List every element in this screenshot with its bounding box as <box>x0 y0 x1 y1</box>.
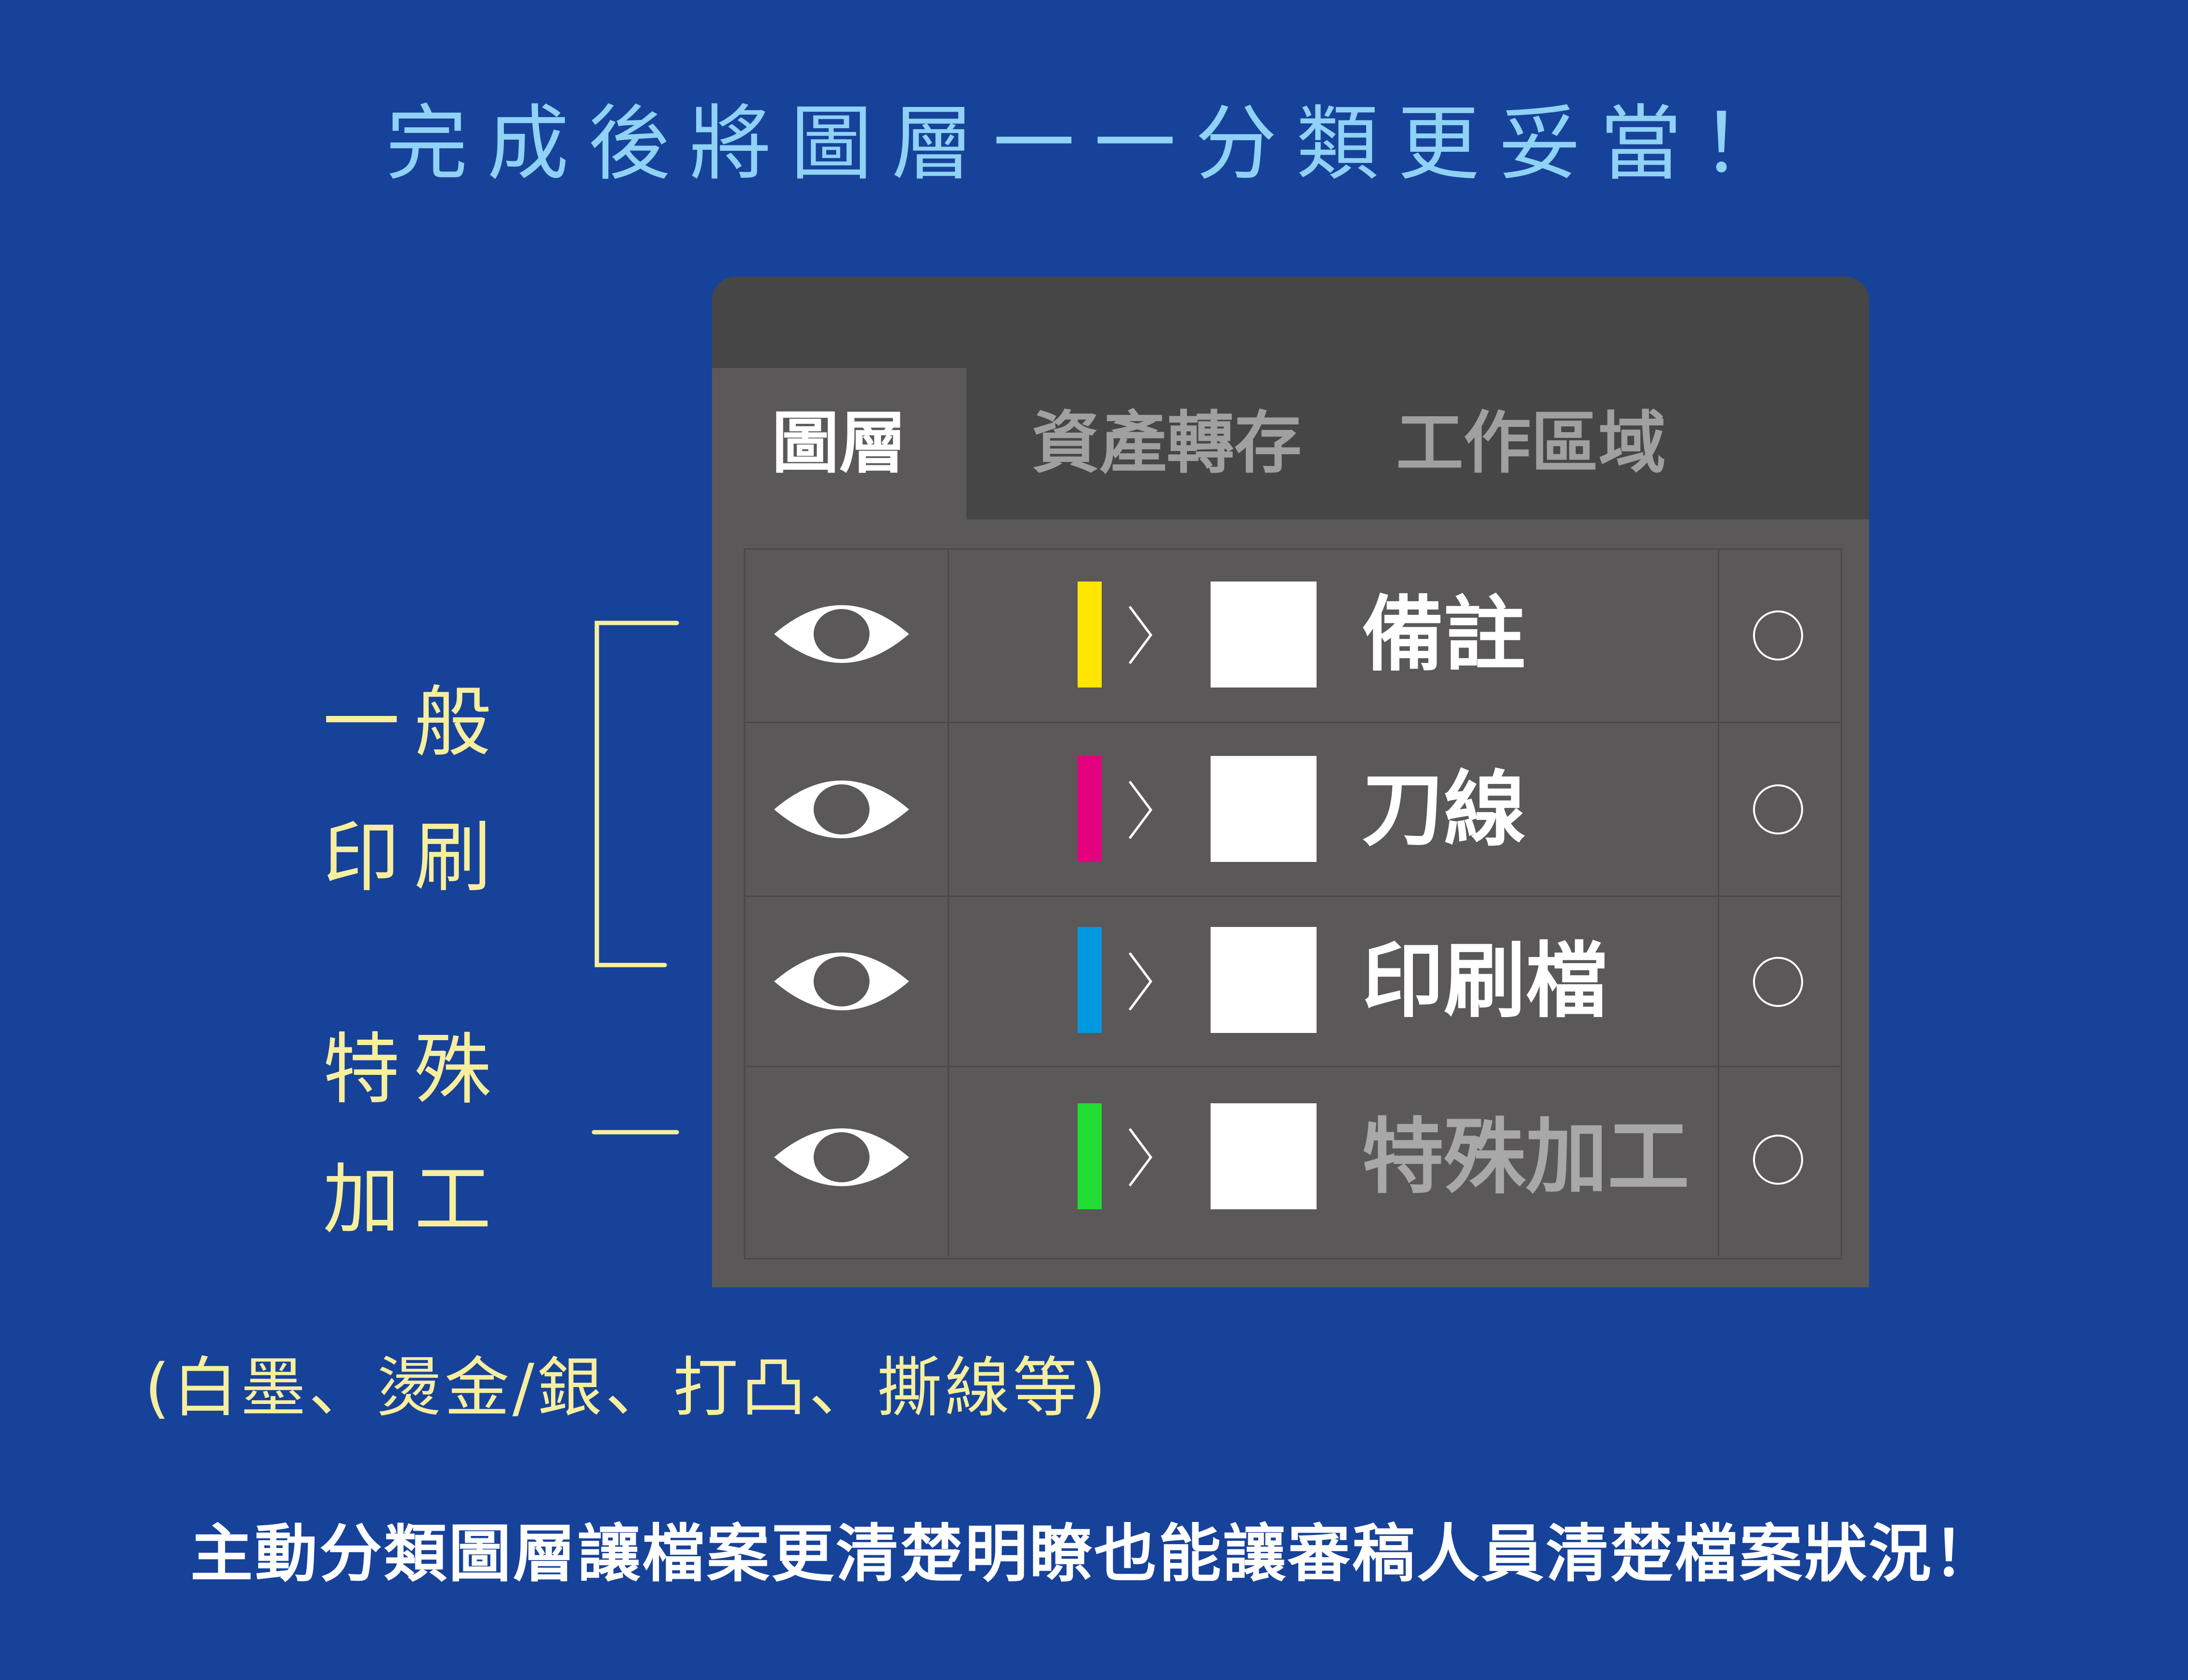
chevron-right-icon[interactable] <box>1126 1126 1155 1189</box>
layer-name[interactable]: 印刷檔 <box>1362 934 1608 1029</box>
eye-icon <box>774 952 909 1010</box>
layer-row[interactable]: 特殊加工 <box>745 1067 1841 1257</box>
layer-row[interactable]: 刀線 <box>745 723 1841 897</box>
panel-titlebar[interactable] <box>712 277 1869 368</box>
chevron-right-icon[interactable] <box>1126 779 1155 841</box>
target-circle-icon[interactable] <box>1753 784 1803 834</box>
general-print-bracket <box>594 621 679 967</box>
tab-layers[interactable]: 圖層 <box>712 368 966 519</box>
annotation-special-line2: 加工 <box>323 1154 506 1244</box>
layer-color-swatch <box>1078 1103 1102 1209</box>
visibility-toggle[interactable] <box>745 1067 949 1257</box>
layer-name[interactable]: 刀線 <box>1362 762 1526 858</box>
target-circle-icon[interactable] <box>1753 610 1803 661</box>
page-headline: 完成後將圖層一一分類更妥當！ <box>385 96 1802 192</box>
visibility-toggle[interactable] <box>745 897 949 1066</box>
eye-icon <box>774 605 909 663</box>
tab-artboards[interactable]: 工作區域 <box>1396 404 1666 483</box>
chevron-right-icon[interactable] <box>1126 950 1155 1013</box>
footer-message: 主動分類圖層讓檔案更清楚明瞭也能讓審稿人員清楚檔案狀況！ <box>190 1517 1998 1590</box>
special-process-bracket <box>592 1130 679 1135</box>
target-circle-icon[interactable] <box>1753 1135 1803 1185</box>
layer-color-swatch <box>1078 582 1102 688</box>
target-column[interactable] <box>1718 1067 1841 1257</box>
layer-row[interactable]: 備註 <box>745 550 1841 723</box>
layer-thumbnail <box>1211 756 1317 862</box>
target-column[interactable] <box>1718 897 1841 1066</box>
annotation-general-line1: 一般 <box>323 677 506 767</box>
target-column[interactable] <box>1718 550 1841 722</box>
layer-thumbnail <box>1211 1103 1317 1209</box>
layer-row[interactable]: 印刷檔 <box>745 897 1841 1067</box>
layer-thumbnail <box>1211 927 1317 1033</box>
annotation-general-line2: 印刷 <box>323 812 506 902</box>
special-process-examples: (白墨、燙金/銀、打凸、撕線等) <box>145 1350 1109 1426</box>
visibility-toggle[interactable] <box>745 550 949 722</box>
layer-name[interactable]: 特殊加工 <box>1362 1110 1690 1205</box>
layer-list: 備註 刀線 <box>744 548 1842 1259</box>
eye-icon <box>774 1128 909 1186</box>
panel-tabbar: 圖層 資產轉存 工作區域 <box>712 368 1869 519</box>
layer-color-swatch <box>1078 927 1102 1033</box>
tab-asset-export[interactable]: 資產轉存 <box>1032 404 1302 483</box>
layer-color-swatch <box>1078 756 1102 862</box>
layers-panel: 圖層 資產轉存 工作區域 備註 <box>712 277 1869 1287</box>
layer-thumbnail <box>1211 582 1317 688</box>
target-circle-icon[interactable] <box>1753 957 1803 1007</box>
target-column[interactable] <box>1718 723 1841 896</box>
eye-icon <box>774 780 909 838</box>
chevron-right-icon[interactable] <box>1126 604 1155 666</box>
annotation-special-line1: 特殊 <box>323 1024 506 1114</box>
visibility-toggle[interactable] <box>745 723 949 896</box>
layer-name[interactable]: 備註 <box>1362 587 1526 683</box>
